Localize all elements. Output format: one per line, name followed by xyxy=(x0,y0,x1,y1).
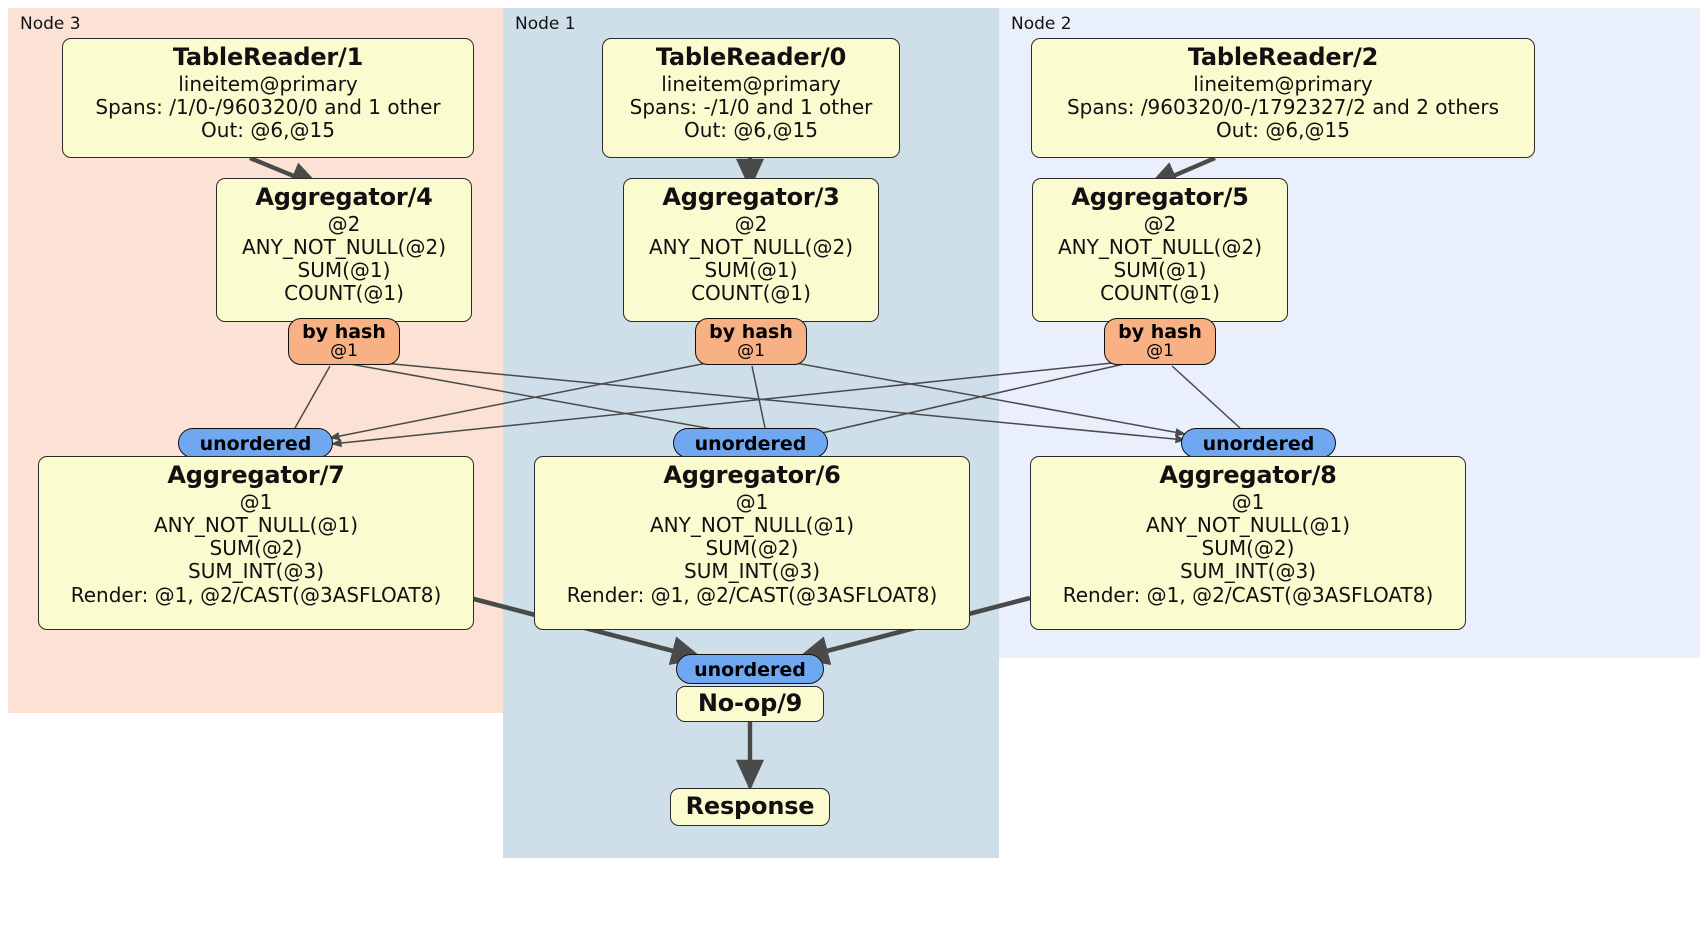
processor-line-agg1: ANY_NOT_NULL(@2) xyxy=(1058,235,1262,260)
synchronizer-unordered-final[interactable]: unordered xyxy=(676,654,824,684)
synchronizer-label: unordered xyxy=(694,433,807,455)
processor-aggregator-6[interactable]: Aggregator/6 @1 ANY_NOT_NULL(@1) SUM(@2)… xyxy=(534,456,970,630)
synchronizer-label: unordered xyxy=(694,659,806,681)
processor-line-agg1: ANY_NOT_NULL(@2) xyxy=(242,235,446,260)
processor-line-agg3: COUNT(@1) xyxy=(284,281,404,306)
processor-line-spans: Spans: /960320/0-/1792327/2 and 2 others xyxy=(1066,95,1499,120)
processor-line-agg3: SUM_INT(@3) xyxy=(1180,559,1316,584)
router-kind-label: by hash xyxy=(1118,321,1202,343)
processor-line-groupcol: @1 xyxy=(239,489,273,514)
processor-title: Aggregator/6 xyxy=(663,461,841,489)
processor-line-agg3: COUNT(@1) xyxy=(1100,281,1220,306)
synchronizer-label: unordered xyxy=(199,433,312,455)
processor-line-agg1: ANY_NOT_NULL(@2) xyxy=(649,235,853,260)
processor-line-out: Out: @6,@15 xyxy=(1216,118,1350,143)
processor-line-agg3: SUM_INT(@3) xyxy=(684,559,820,584)
processor-title: Aggregator/7 xyxy=(167,461,345,489)
processor-line-groupcol: @2 xyxy=(327,211,361,236)
router-column-label: @1 xyxy=(1146,340,1174,361)
processor-line-out: Out: @6,@15 xyxy=(684,118,818,143)
processor-tablereader-2[interactable]: TableReader/2 lineitem@primary Spans: /9… xyxy=(1031,38,1535,158)
processor-line-agg1: ANY_NOT_NULL(@1) xyxy=(650,513,854,538)
processor-line-table: lineitem@primary xyxy=(661,71,841,96)
processor-line-agg2: SUM(@1) xyxy=(704,258,798,283)
processor-line-agg3: SUM_INT(@3) xyxy=(188,559,324,584)
processor-line-out: Out: @6,@15 xyxy=(201,118,335,143)
synchronizer-unordered-right[interactable]: unordered xyxy=(1181,428,1336,458)
processor-line-render: Render: @1, @2/CAST(@3ASFLOAT8) xyxy=(70,582,442,607)
processor-line-agg1: ANY_NOT_NULL(@1) xyxy=(154,513,358,538)
processor-title: No-op/9 xyxy=(697,689,803,717)
processor-line-spans: Spans: -/1/0 and 1 other xyxy=(629,95,873,120)
processor-line-groupcol: @2 xyxy=(1143,211,1177,236)
processor-tablereader-0[interactable]: TableReader/0 lineitem@primary Spans: -/… xyxy=(602,38,900,158)
processor-line-agg2: SUM(@2) xyxy=(705,536,799,561)
node-panel-label-node1: Node 1 xyxy=(515,14,576,34)
processor-line-render: Render: @1, @2/CAST(@3ASFLOAT8) xyxy=(566,582,938,607)
processor-noop-9[interactable]: No-op/9 xyxy=(676,686,824,722)
processor-line-table: lineitem@primary xyxy=(178,71,358,96)
router-by-hash-left[interactable]: by hash @1 xyxy=(288,318,400,365)
processor-aggregator-5[interactable]: Aggregator/5 @2 ANY_NOT_NULL(@2) SUM(@1)… xyxy=(1032,178,1288,322)
processor-title: TableReader/0 xyxy=(655,43,847,71)
processor-title: Aggregator/5 xyxy=(1071,183,1249,211)
router-column-label: @1 xyxy=(737,340,765,361)
processor-aggregator-4[interactable]: Aggregator/4 @2 ANY_NOT_NULL(@2) SUM(@1)… xyxy=(216,178,472,322)
processor-line-agg2: SUM(@2) xyxy=(209,536,303,561)
processor-aggregator-3[interactable]: Aggregator/3 @2 ANY_NOT_NULL(@2) SUM(@1)… xyxy=(623,178,879,322)
processor-line-groupcol: @1 xyxy=(1231,489,1265,514)
synchronizer-unordered-left[interactable]: unordered xyxy=(178,428,333,458)
processor-title: Response xyxy=(685,792,815,820)
synchronizer-label: unordered xyxy=(1202,433,1315,455)
processor-tablereader-1[interactable]: TableReader/1 lineitem@primary Spans: /1… xyxy=(62,38,474,158)
router-column-label: @1 xyxy=(330,340,358,361)
processor-title: Aggregator/8 xyxy=(1159,461,1337,489)
router-by-hash-mid[interactable]: by hash @1 xyxy=(695,318,807,365)
processor-title: Aggregator/3 xyxy=(662,183,840,211)
processor-line-agg1: ANY_NOT_NULL(@1) xyxy=(1146,513,1350,538)
processor-line-agg2: SUM(@2) xyxy=(1201,536,1295,561)
router-by-hash-right[interactable]: by hash @1 xyxy=(1104,318,1216,365)
processor-title: Aggregator/4 xyxy=(255,183,433,211)
processor-line-agg2: SUM(@1) xyxy=(297,258,391,283)
processor-line-agg3: COUNT(@1) xyxy=(691,281,811,306)
processor-line-spans: Spans: /1/0-/960320/0 and 1 other xyxy=(95,95,441,120)
processor-title: TableReader/2 xyxy=(1187,43,1379,71)
processor-aggregator-8[interactable]: Aggregator/8 @1 ANY_NOT_NULL(@1) SUM(@2)… xyxy=(1030,456,1466,630)
processor-line-agg2: SUM(@1) xyxy=(1113,258,1207,283)
router-kind-label: by hash xyxy=(302,321,386,343)
processor-line-render: Render: @1, @2/CAST(@3ASFLOAT8) xyxy=(1062,582,1434,607)
processor-line-groupcol: @1 xyxy=(735,489,769,514)
processor-aggregator-7[interactable]: Aggregator/7 @1 ANY_NOT_NULL(@1) SUM(@2)… xyxy=(38,456,474,630)
processor-line-groupcol: @2 xyxy=(734,211,768,236)
router-kind-label: by hash xyxy=(709,321,793,343)
processor-title: TableReader/1 xyxy=(172,43,364,71)
processor-response[interactable]: Response xyxy=(670,788,830,826)
synchronizer-unordered-mid[interactable]: unordered xyxy=(673,428,828,458)
processor-line-table: lineitem@primary xyxy=(1193,71,1373,96)
node-panel-label-node2: Node 2 xyxy=(1011,14,1072,34)
node-panel-label-node3: Node 3 xyxy=(20,14,81,34)
